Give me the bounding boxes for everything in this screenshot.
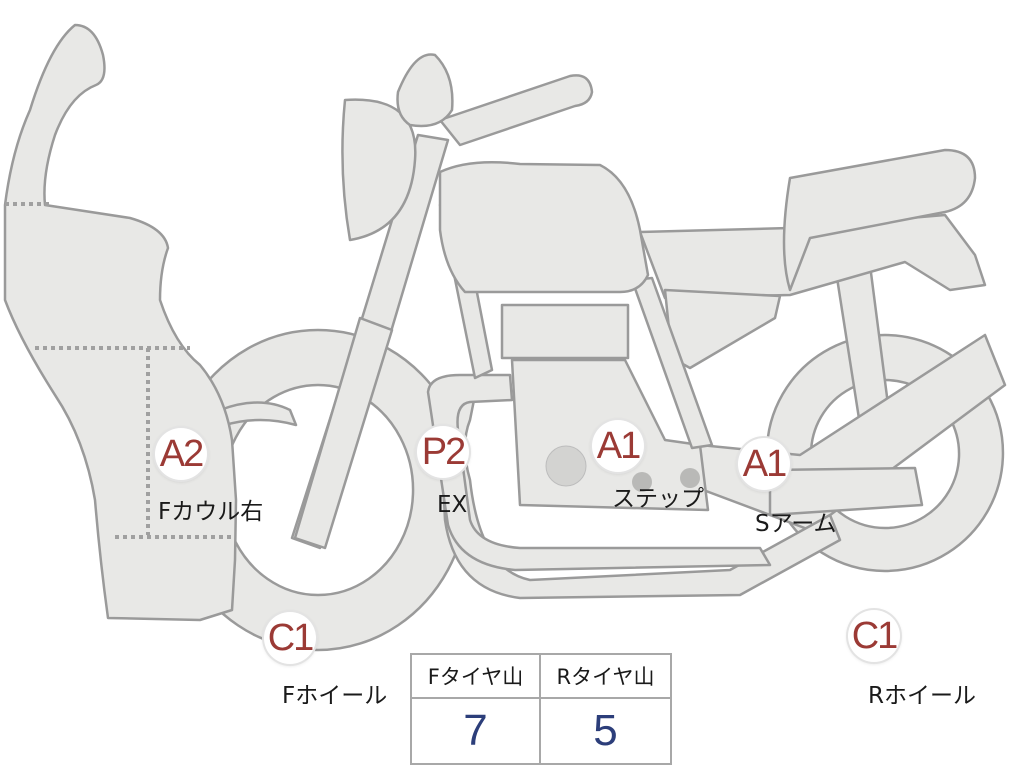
mirror	[396, 53, 454, 128]
step-peg-1	[632, 472, 652, 492]
value-front-tire: 7	[412, 699, 541, 763]
fuel-tank	[438, 160, 650, 294]
side-cover	[663, 288, 782, 370]
exhaust-pipe-upper	[426, 373, 772, 572]
step-peg-2	[680, 468, 700, 488]
label-swing-arm: Sアーム	[755, 511, 837, 537]
label-rear-wheel: Rホイール	[868, 683, 976, 709]
rear-shock	[768, 466, 924, 517]
fork-tube	[293, 316, 394, 550]
header-rear-tire: Rタイヤ山	[541, 655, 670, 699]
header-front-tire: Fタイヤ山	[412, 655, 541, 699]
handlebar	[438, 74, 594, 147]
front-fender	[218, 401, 298, 427]
label-exhaust: EX	[437, 492, 468, 518]
code-badge-front-wheel: C1	[264, 612, 316, 664]
seat	[782, 148, 977, 292]
code-badge-step: A1	[592, 420, 644, 472]
front-cowl	[3, 23, 238, 622]
code-badge-rear-wheel: C1	[848, 610, 900, 662]
code-badge-f-cowl-right: A2	[155, 428, 207, 480]
engine-head	[500, 303, 630, 360]
value-rear-tire: 5	[593, 706, 618, 755]
tire-tread-table: Fタイヤ山 Rタイヤ山 7 5	[410, 653, 672, 765]
label-front-wheel: Fホイール	[282, 683, 388, 709]
engine-cover	[545, 445, 587, 487]
code-badge-swing-arm: A1	[738, 438, 790, 490]
code-badge-exhaust: P2	[417, 426, 469, 478]
label-f-cowl-right: Fカウル右	[158, 499, 264, 525]
label-step: ステップ	[612, 486, 704, 512]
